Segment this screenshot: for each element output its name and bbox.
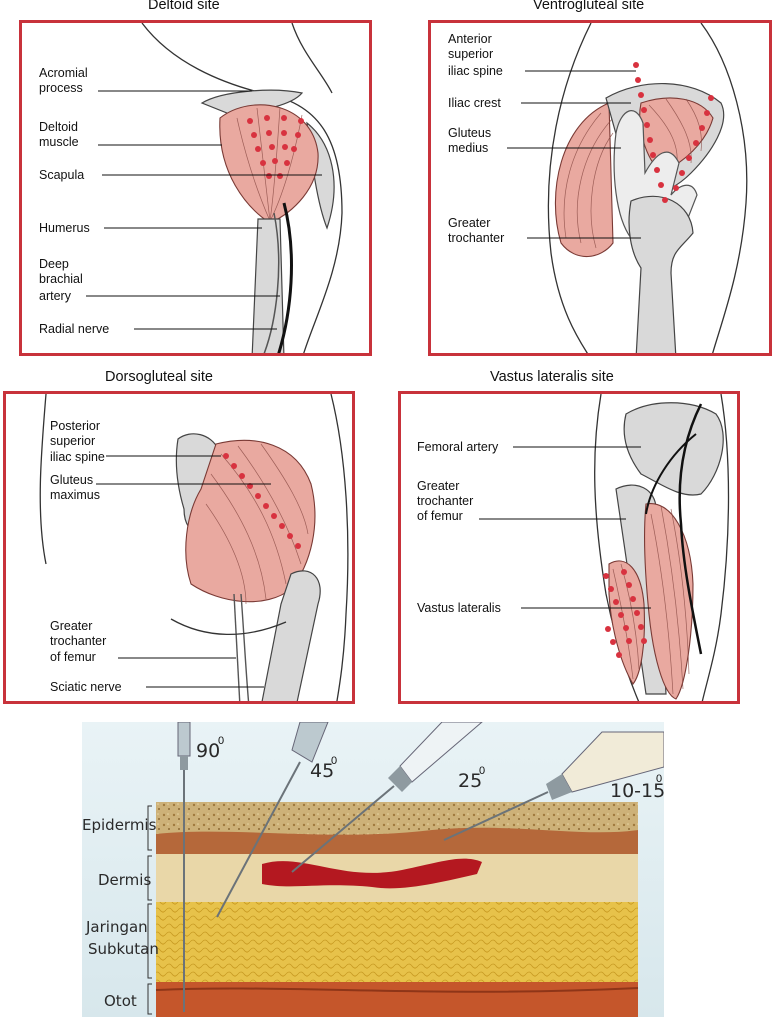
label-humerus: Humerus	[39, 221, 90, 235]
label-greater-2: Greater	[50, 619, 92, 633]
ventrogluteal-illustration: Anterior superior iliac spine Iliac cres…	[431, 23, 772, 356]
label-anterior: Anterior	[448, 32, 492, 46]
layer-epidermis: Epidermis	[82, 816, 157, 834]
label-deep: Deep	[39, 257, 69, 271]
label-maximus: maximus	[50, 488, 100, 502]
label-acromial-2: process	[39, 81, 83, 95]
label-medius: medius	[448, 141, 488, 155]
label-scapula: Scapula	[39, 168, 84, 182]
label-superior: superior	[448, 47, 493, 61]
label-superior-2: superior	[50, 434, 95, 448]
label-iliac-spine: iliac spine	[448, 64, 503, 78]
ventrogluteal-title: Ventrogluteal site	[533, 0, 644, 13]
angle-90-degree: 0	[218, 735, 224, 747]
label-trochanter-3: trochanter	[417, 494, 473, 508]
label-sciatic-nerve: Sciatic nerve	[50, 680, 122, 694]
angle-10-15-degree: 0	[656, 773, 662, 785]
vastus-panel: Femoral artery Greater trochanter of fem…	[398, 391, 740, 704]
label-trochanter: trochanter	[448, 231, 504, 245]
label-iliac-crest: Iliac crest	[448, 96, 501, 110]
label-acromial-1: Acromial	[39, 66, 88, 80]
label-greater: Greater	[448, 216, 490, 230]
label-artery: artery	[39, 289, 72, 303]
label-gluteus-2: Gluteus	[50, 473, 93, 487]
label-trochanter-2: trochanter	[50, 634, 106, 648]
layer-dermis: Dermis	[98, 871, 151, 889]
label-deltoid-2: muscle	[39, 135, 79, 149]
dorsogluteal-panel: Posterior superior iliac spine Gluteus m…	[3, 391, 355, 704]
vastus-illustration: Femoral artery Greater trochanter of fem…	[401, 394, 740, 704]
label-greater-3: Greater	[417, 479, 459, 493]
angle-90-label: 90	[196, 740, 220, 762]
angle-45-degree: 0	[331, 755, 337, 767]
dorsogluteal-illustration: Posterior superior iliac spine Gluteus m…	[6, 394, 355, 704]
layer-otot: Otot	[104, 992, 137, 1010]
label-radial-nerve: Radial nerve	[39, 322, 109, 336]
skin-layers-illustration: 90 0 45 0 25 0 10-15 0 Epidermis Dermis …	[82, 722, 664, 1017]
label-deltoid-1: Deltoid	[39, 120, 78, 134]
label-of-femur: of femur	[50, 650, 96, 664]
deltoid-illustration: Acromial process Deltoid muscle Scapula …	[22, 23, 372, 356]
deltoid-panel: Acromial process Deltoid muscle Scapula …	[19, 20, 372, 356]
label-iliac-spine-2: iliac spine	[50, 450, 105, 464]
injection-angle-diagram: 90 0 45 0 25 0 10-15 0 Epidermis Dermis …	[82, 722, 664, 1017]
dorsogluteal-title: Dorsogluteal site	[105, 369, 213, 385]
ventrogluteal-panel: Anterior superior iliac spine Iliac cres…	[428, 20, 772, 356]
deltoid-title: Deltoid site	[148, 0, 220, 13]
layer-jaringan: Jaringan	[85, 918, 148, 936]
label-vastus-lateralis: Vastus lateralis	[417, 601, 501, 615]
label-gluteus: Gluteus	[448, 126, 491, 140]
label-of-femur-2: of femur	[417, 509, 463, 523]
label-brachial: brachial	[39, 272, 83, 286]
label-posterior: Posterior	[50, 419, 100, 433]
vastus-title: Vastus lateralis site	[490, 369, 614, 385]
label-femoral-artery: Femoral artery	[417, 440, 499, 454]
angle-25-degree: 0	[479, 765, 485, 777]
